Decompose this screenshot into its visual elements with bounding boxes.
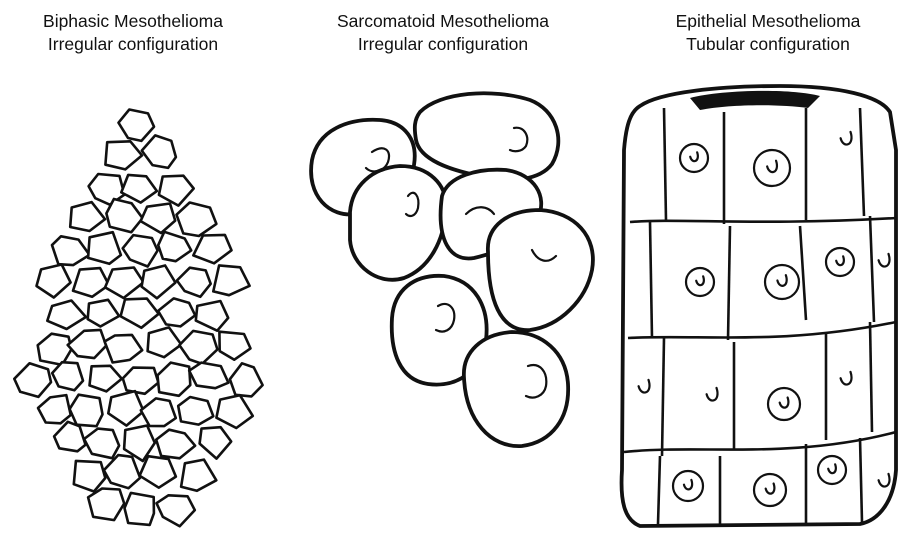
biphasic-cell [52,362,83,390]
biphasic-cell [158,232,191,261]
biphasic-cell [74,461,106,492]
biphasic-cell [104,455,140,488]
biphasic-cell [70,395,103,427]
biphasic-cell [38,395,71,423]
biphasic-cell [121,299,159,328]
biphasic-cell [142,266,176,299]
biphasic-cell [156,430,195,459]
biphasic-cell [230,363,263,396]
biphasic-cell [119,110,155,141]
nucleus [768,388,800,420]
biphasic-cell [159,176,194,206]
tubule-outline [622,86,896,526]
nucleus [680,144,708,172]
nucleus [765,265,799,299]
nucleus [754,150,790,186]
biphasic-cell [73,268,109,297]
biphasic-cell [158,298,195,326]
biphasic-cell [88,232,121,264]
biphasic-cell [88,489,124,521]
biphasic-cell [178,397,213,425]
epithelial-tubule [622,86,896,526]
biphasic-cell [141,204,176,234]
biphasic-cell [68,330,107,358]
nucleus [673,471,703,501]
sarcomatoid-cell [464,332,568,446]
biphasic-cell-cluster [14,110,262,527]
biphasic-cell [158,363,191,396]
nucleus [686,268,714,296]
biphasic-cell [142,135,176,168]
biphasic-cell [47,301,86,330]
biphasic-cell [177,203,217,237]
biphasic-cell [52,236,90,265]
biphasic-cell [193,235,231,263]
biphasic-cell [189,363,228,389]
biphasic-cell [213,265,249,295]
sarcomatoid-cell [350,166,446,280]
biphasic-cell [105,268,144,299]
biphasic-cell [141,398,176,426]
biphasic-cell [140,456,176,488]
biphasic-cell [105,335,143,363]
biphasic-cell [181,460,216,491]
sarcomatoid-cell [488,210,593,330]
biphasic-cell [106,199,142,232]
biphasic-cell [121,175,157,203]
biphasic-cell [105,141,142,169]
nucleus [754,474,786,506]
biphasic-cell [179,331,217,364]
biphasic-cell [216,395,252,428]
biphasic-cell [177,268,211,297]
biphasic-cell [148,327,182,357]
biphasic-cell [123,235,158,266]
biphasic-cell [54,422,85,452]
biphasic-cell [84,429,119,459]
nucleus [818,456,846,484]
biphasic-cell [108,391,143,426]
biphasic-cell [37,265,71,298]
biphasic-cell [219,332,250,360]
sarcomatoid-cell-cluster [311,93,593,446]
nucleus [826,248,854,276]
biphasic-cell [88,300,119,327]
biphasic-cell [123,368,159,394]
sarcomatoid-cell [415,93,559,180]
biphasic-cell [14,363,51,397]
biphasic-cell [200,427,232,458]
biphasic-cell [90,366,122,392]
biphasic-cell [125,493,154,525]
biphasic-cell [196,301,228,331]
biphasic-cell [70,202,105,231]
biphasic-cell [157,495,195,526]
biphasic-cell [38,334,72,365]
